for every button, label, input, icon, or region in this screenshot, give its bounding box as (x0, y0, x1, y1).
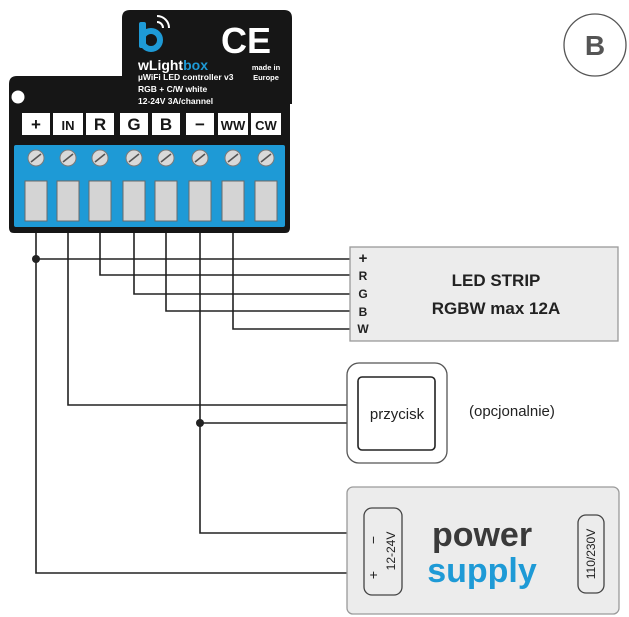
wire-g (133, 225, 350, 295)
button-label: przycisk (370, 406, 425, 423)
power-supply: − + 12-24V power supply 110/230V (346, 486, 620, 615)
power-supply-box (346, 486, 620, 615)
terminal-clamp-ww (221, 180, 245, 222)
terminal-clamp-minus (188, 180, 212, 222)
terminal-screw-slot-b (160, 153, 172, 163)
model-specs: 12-24V 3A/channel (138, 96, 213, 106)
push-button: przycisk (opcjonalnie) (346, 362, 555, 464)
junction-dot-minus (196, 419, 204, 427)
model-name: µWiFi LED controller v3 (138, 72, 234, 82)
ps-minus: − (365, 536, 381, 544)
terminal-label-box-ww (218, 113, 248, 135)
led-strip-pin-plus: + (359, 250, 368, 267)
terminal-label-box-b (152, 113, 180, 135)
wire-b (165, 225, 350, 312)
terminal-label-box-plus (22, 113, 50, 135)
terminal-label-r: R (94, 115, 106, 134)
led-strip-pin-b: B (359, 305, 368, 319)
terminal-label-b: B (160, 115, 172, 134)
terminal-labels: + IN R G B − WW CW (22, 113, 281, 135)
terminal-screw-slot-cw (260, 153, 272, 163)
ps-input-voltage: 110/230V (584, 529, 598, 580)
terminal-block (14, 145, 285, 227)
led-strip-title-line2: RGBW max 12A (432, 299, 560, 318)
section-badge: B (563, 13, 627, 77)
led-strip: + RGBW LED STRIP RGBW max 12A (349, 246, 619, 342)
terminal-label-plus: + (31, 115, 41, 134)
ps-plus: + (365, 571, 381, 579)
terminal-screw-slot-in (62, 153, 74, 163)
terminal-screw-slot-g (128, 153, 140, 163)
terminal-label-box-cw (251, 113, 281, 135)
terminal-label-g: G (127, 115, 140, 134)
controller-module: wLightbox CE made in Europe µWiFi LED co… (9, 10, 292, 233)
ps-output-terminal (363, 507, 403, 596)
ps-word-supply: supply (427, 552, 537, 590)
wire-plus (35, 225, 370, 574)
terminal-label-in: IN (62, 118, 75, 133)
wire-in (67, 225, 350, 406)
button-inner (357, 376, 436, 451)
ps-output-voltage: 12-24V (384, 532, 398, 571)
made-in-line1: made in (252, 63, 281, 72)
terminal-clamp-r (88, 180, 112, 222)
terminal-clamp-b (154, 180, 178, 222)
led-strip-box (349, 246, 619, 342)
wlightbox-logo-icon (139, 15, 170, 52)
led-strip-pin-r: R (359, 269, 368, 283)
terminal-label-box-in (53, 113, 83, 135)
terminal-clamp-plus (24, 180, 48, 222)
ps-word-power: power (432, 516, 532, 554)
terminal-label-minus: − (195, 115, 205, 134)
ps-input-terminal (577, 514, 605, 594)
led-strip-pins: + RGBW (357, 250, 369, 336)
terminal-label-cw: CW (255, 118, 277, 133)
wire-ww (232, 225, 350, 330)
junction-dot-plus (32, 255, 40, 263)
terminal-clamp-g (122, 180, 146, 222)
terminal-label-box-g (120, 113, 148, 135)
terminal-label-box-minus (186, 113, 214, 135)
terminal-clamp-cw (254, 180, 278, 222)
terminal-label-box-r (86, 113, 114, 135)
badge-letter: B (585, 30, 605, 61)
terminal-screw-slot-minus (194, 153, 206, 163)
wires (35, 225, 370, 574)
brand-wordmark: wLightbox (137, 57, 208, 73)
terminal-screw-slot-ww (227, 153, 239, 163)
wire-r (99, 225, 350, 276)
terminal-label-ww: WW (221, 118, 246, 133)
terminal-screw-slot-r (94, 153, 106, 163)
terminal-screw-slot-plus (30, 153, 42, 163)
terminal-screws (24, 149, 278, 222)
led-strip-title-line1: LED STRIP (452, 271, 541, 290)
led-strip-pin-g: G (358, 287, 367, 301)
led-strip-pin-w: W (357, 322, 369, 336)
ce-mark: CE (221, 20, 271, 61)
made-in-line2: Europe (253, 73, 279, 82)
model-variant: RGB + C/W white (138, 84, 207, 94)
button-optional-note: (opcjonalnie) (469, 403, 555, 420)
mounting-hole (11, 90, 25, 104)
wire-minus (199, 225, 370, 534)
terminal-clamp-in (56, 180, 80, 222)
